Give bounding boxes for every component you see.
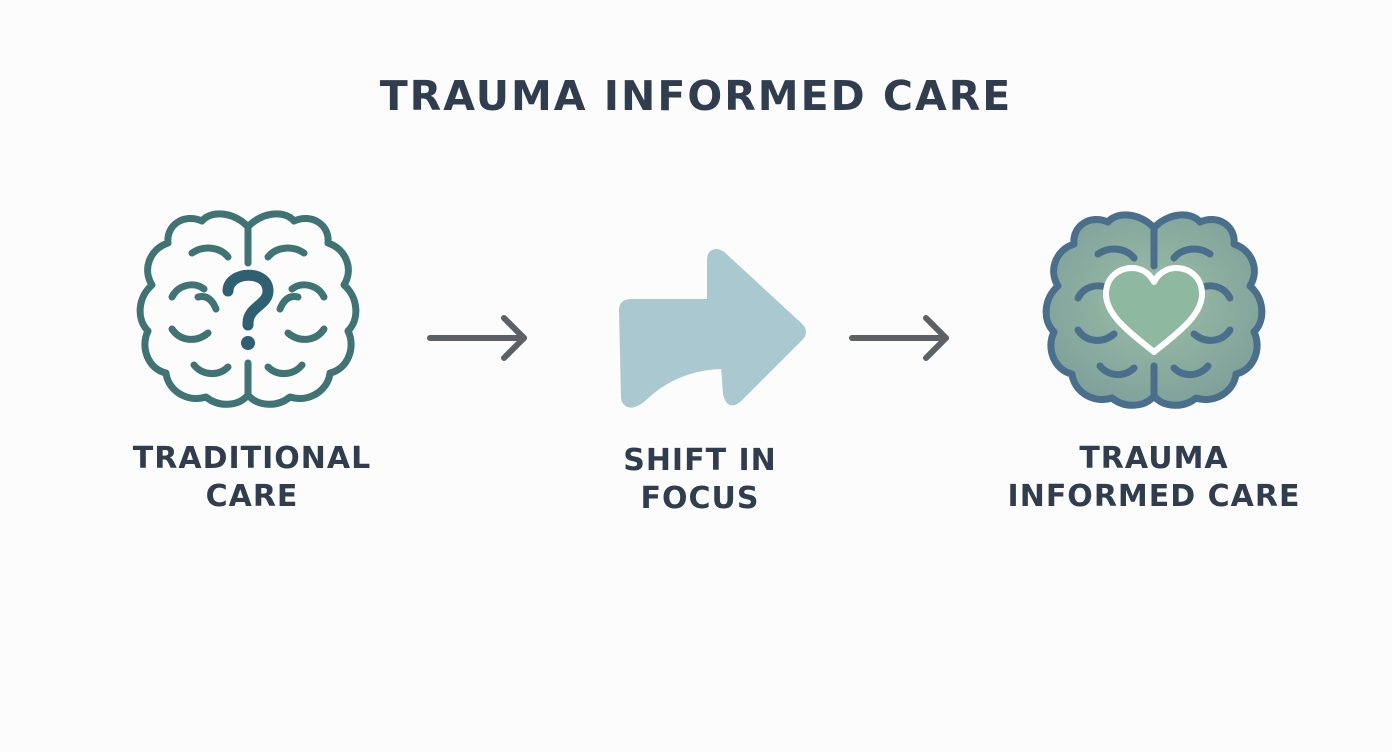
right-arrow-icon: [427, 315, 527, 361]
step-label-traditional-care: TRADITIONAL CARE: [132, 441, 372, 514]
step-label-trauma-informed-care: TRAUMA INFORMED CARE: [1007, 441, 1301, 514]
curved-arrow-icon: [619, 249, 806, 408]
step-label-shift-in-focus: SHIFT IN FOCUS: [623, 443, 777, 516]
right-arrow-icon: [849, 315, 949, 361]
diagram-title: TRAUMA INFORMED CARE: [379, 72, 1013, 120]
brain-question-icon: [136, 210, 360, 408]
brain-heart-icon: [1042, 211, 1266, 409]
